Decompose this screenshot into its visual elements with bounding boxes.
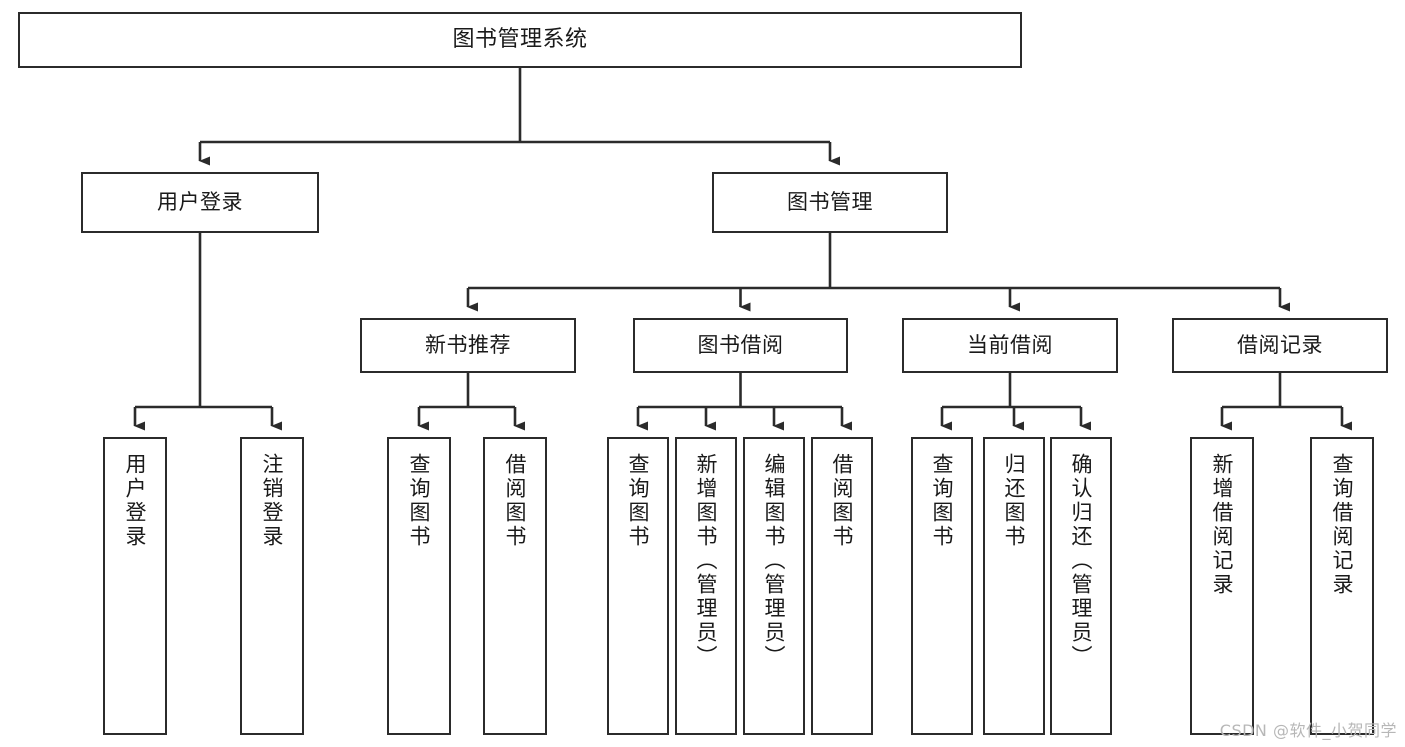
node-new-book-rec[interactable]: 新书推荐 (360, 318, 576, 373)
node-label: 归还图书 (1002, 453, 1027, 549)
node-user-login[interactable]: 用户登录 (81, 172, 319, 233)
node-leaf-bb-add[interactable]: 新增图书（管理员） (675, 437, 737, 735)
node-label: 注销登录 (260, 453, 285, 549)
node-label: 当前借阅 (967, 333, 1053, 358)
node-leaf-nbr-borrow[interactable]: 借阅图书 (483, 437, 547, 735)
node-leaf-br-add[interactable]: 新增借阅记录 (1190, 437, 1254, 735)
node-label: 确认归还（管理员） (1069, 453, 1094, 669)
node-book-manage[interactable]: 图书管理 (712, 172, 948, 233)
node-label: 新增借阅记录 (1210, 453, 1235, 597)
node-leaf-br-query[interactable]: 查询借阅记录 (1310, 437, 1374, 735)
node-leaf-cb-query[interactable]: 查询图书 (911, 437, 973, 735)
node-label: 借阅记录 (1237, 333, 1323, 358)
node-leaf-bb-edit[interactable]: 编辑图书（管理员） (743, 437, 805, 735)
node-label: 图书管理 (787, 190, 873, 215)
node-label: 查询图书 (930, 453, 955, 549)
node-label: 用户登录 (157, 190, 243, 215)
node-label: 查询图书 (407, 453, 432, 549)
node-label: 编辑图书（管理员） (762, 453, 787, 669)
node-leaf-cb-return[interactable]: 归还图书 (983, 437, 1045, 735)
node-label: 新增图书（管理员） (694, 453, 719, 669)
node-leaf-nbr-query[interactable]: 查询图书 (387, 437, 451, 735)
node-label: 借阅图书 (830, 453, 855, 549)
node-label: 图书借阅 (697, 333, 784, 358)
node-root[interactable]: 图书管理系统 (18, 12, 1022, 68)
node-leaf-user-login[interactable]: 用户登录 (103, 437, 167, 735)
node-leaf-bb-query[interactable]: 查询图书 (607, 437, 669, 735)
node-label: 查询图书 (626, 453, 651, 549)
node-leaf-cb-confirm[interactable]: 确认归还（管理员） (1050, 437, 1112, 735)
node-leaf-logout[interactable]: 注销登录 (240, 437, 304, 735)
node-leaf-bb-borrow[interactable]: 借阅图书 (811, 437, 873, 735)
node-borrow-record[interactable]: 借阅记录 (1172, 318, 1388, 373)
node-label: 新书推荐 (425, 333, 511, 358)
node-label: 查询借阅记录 (1330, 453, 1355, 597)
node-label: 用户登录 (123, 453, 148, 549)
node-label: 借阅图书 (503, 453, 528, 549)
node-label: 图书管理系统 (452, 27, 588, 53)
node-book-borrow[interactable]: 图书借阅 (633, 318, 848, 373)
node-current-borrow[interactable]: 当前借阅 (902, 318, 1118, 373)
